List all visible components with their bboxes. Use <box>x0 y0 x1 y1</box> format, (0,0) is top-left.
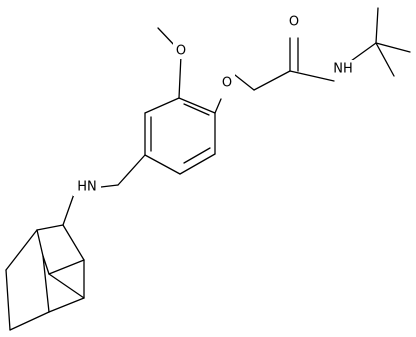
amine-hn-label: HN <box>77 180 97 195</box>
bond-tert-c-methyl-right <box>375 42 411 53</box>
bond-ring-inner-2 <box>183 147 211 164</box>
bond-ch2-carbonyl-c <box>253 70 291 91</box>
atom-labels: O O O NH HN <box>73 13 356 196</box>
bond-ring-inner-1 <box>183 103 210 116</box>
bond-amine-adamantyl <box>62 193 75 226</box>
bond-ad-8 <box>9 311 50 331</box>
bond-ad-1 <box>36 224 64 231</box>
carbonyl-o-bg <box>286 13 302 30</box>
ether-o-label: O <box>222 76 232 91</box>
bond-tert-c-methyl-down <box>375 42 395 77</box>
bond-ring-c1-ch2 <box>117 154 146 186</box>
bond-ad-7 <box>5 269 11 331</box>
bond-ad-12 <box>48 273 85 299</box>
bond-ad-5 <box>48 259 85 275</box>
bond-tert-c-methyl-top <box>375 7 379 44</box>
amide-nh-bg <box>330 60 356 78</box>
bond-ether-o-ch2 <box>234 74 255 91</box>
bond-ring-c3-c4 <box>178 97 216 114</box>
bond-ad-11 <box>42 255 50 275</box>
bond-o-ring-c3 <box>178 54 182 99</box>
bond-ring-c6-c1 <box>144 154 181 175</box>
methoxy-o-label: O <box>176 44 186 59</box>
bond-ring-c5-c6 <box>179 153 216 175</box>
ether-o-bg <box>219 74 235 91</box>
bond-ad-3 <box>5 229 38 271</box>
methoxy-o-bg <box>173 42 189 59</box>
amine-hn-bg <box>73 178 101 196</box>
bond-ad-4 <box>36 229 44 257</box>
bond-ad-10 <box>42 255 50 313</box>
bond-ad-9 <box>48 297 85 313</box>
bond-n-tert-c <box>350 42 377 62</box>
bond-carbonyl-c-n <box>289 70 335 82</box>
bond-ring-c4-ether-o <box>214 98 222 114</box>
carbonyl-o-label: O <box>289 15 299 30</box>
bond-ch2-amine <box>100 184 119 188</box>
bond-ring-c2-c3 <box>144 97 180 114</box>
amide-nh-label: NH <box>333 62 353 77</box>
bonds <box>5 7 411 331</box>
bond-ad-2 <box>62 224 85 261</box>
